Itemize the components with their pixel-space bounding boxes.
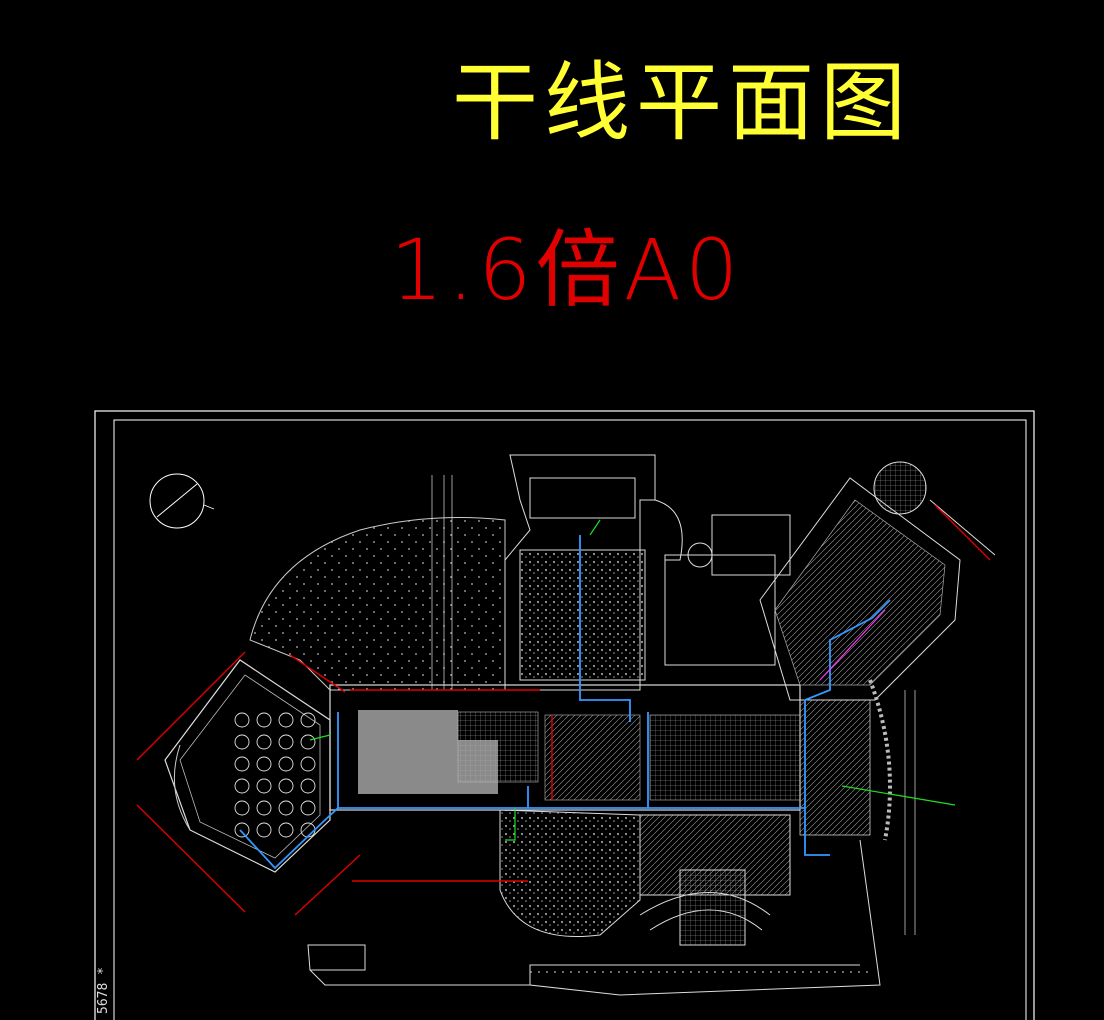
trunk-branch-banquet — [239, 807, 339, 870]
banquet-table — [278, 800, 294, 816]
banquet-table — [256, 800, 272, 816]
banquet-table — [300, 712, 316, 728]
central-block — [329, 684, 871, 836]
branch-lines — [309, 519, 956, 841]
banquet-table — [256, 756, 272, 772]
feeder-lines — [136, 504, 991, 916]
south-entrance — [307, 809, 881, 996]
trunk-branch-north — [579, 535, 631, 722]
banquet-table — [278, 822, 294, 838]
banquet-table — [234, 778, 250, 794]
main-trunk-line — [337, 599, 891, 809]
gray-hall — [358, 710, 458, 794]
east-wing — [759, 461, 996, 841]
dimension-ticks — [431, 475, 453, 690]
banquet-table — [278, 756, 294, 772]
banquet-table — [256, 712, 272, 728]
banquet-table — [234, 800, 250, 816]
sheet-number-label: 5678 * — [96, 967, 111, 1014]
banquet-table — [256, 822, 272, 838]
paper-size-label: 1.6倍A0 — [390, 221, 743, 319]
banquet-hall — [164, 659, 331, 873]
trunk-branch-south — [804, 808, 830, 856]
right-dimension-ticks — [904, 690, 916, 935]
banquet-table — [256, 734, 272, 750]
banquet-table — [256, 778, 272, 794]
banquet-table — [300, 778, 316, 794]
banquet-table — [278, 778, 294, 794]
north-wing — [504, 454, 791, 691]
banquet-table — [300, 756, 316, 772]
inner-frame — [113, 419, 1027, 1020]
banquet-table — [234, 712, 250, 728]
riser-line — [819, 609, 886, 681]
banquet-table — [278, 734, 294, 750]
banquet-table — [234, 822, 250, 838]
banquet-table — [300, 800, 316, 816]
banquet-table — [234, 756, 250, 772]
banquet-table — [234, 734, 250, 750]
banquet-table — [300, 822, 316, 838]
banquet-table — [300, 734, 316, 750]
banquet-table — [278, 712, 294, 728]
outer-frame — [94, 410, 1035, 1020]
plaza-area — [249, 517, 506, 691]
drawing-title: 干线平面图 — [452, 53, 912, 153]
north-arrow-icon — [149, 473, 215, 529]
